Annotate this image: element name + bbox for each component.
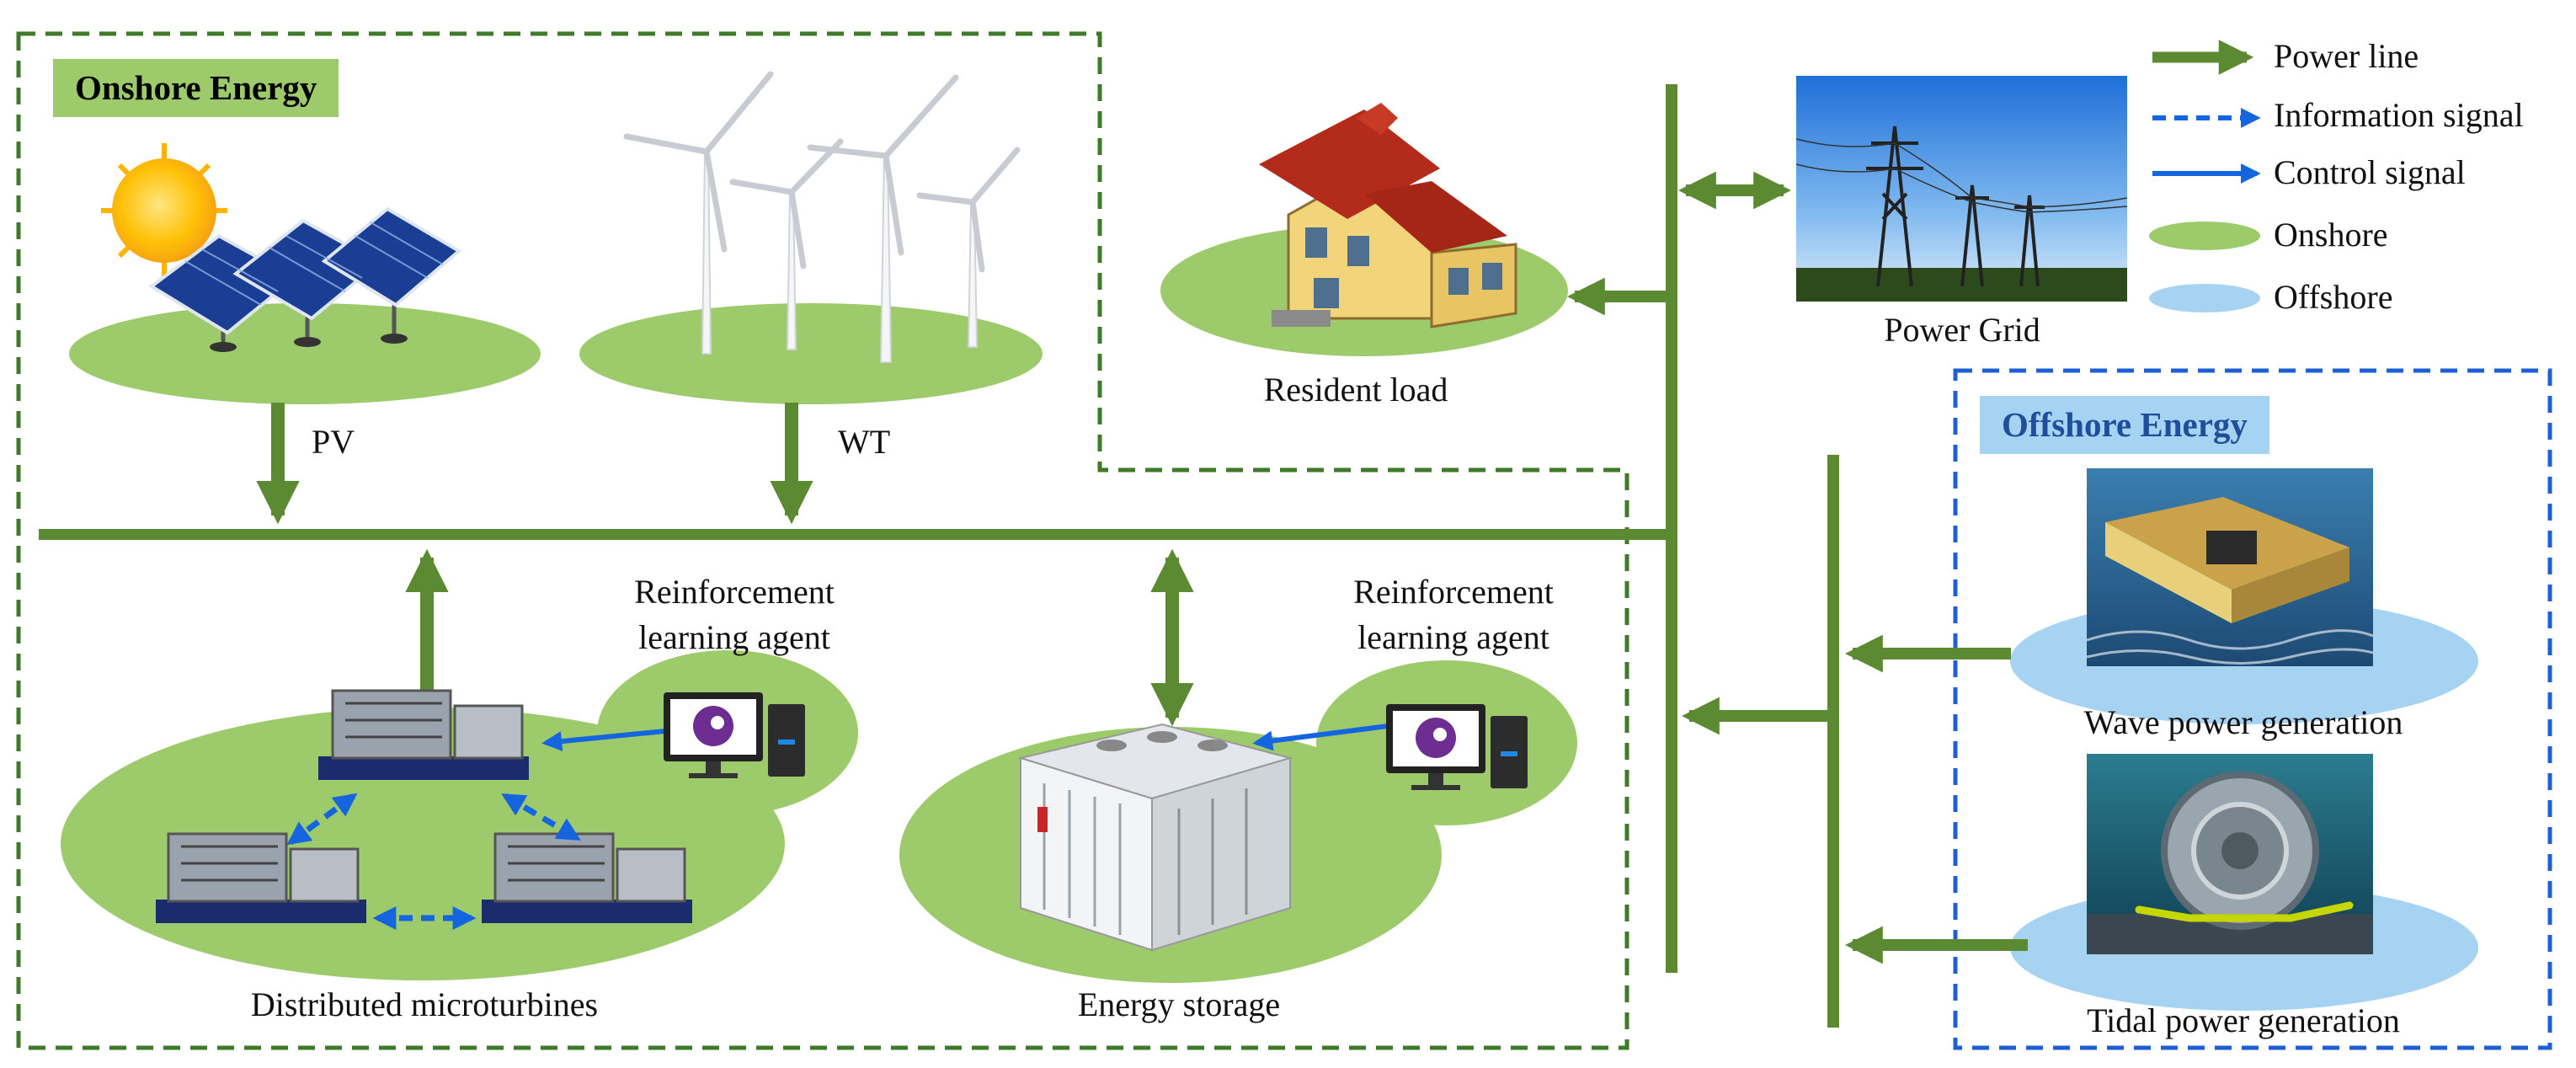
microturbine-icon-left <box>156 832 366 923</box>
house-icon <box>1259 103 1517 328</box>
legend-control-signal-label: Control signal <box>2274 153 2466 191</box>
rl-agent-left-label-line2: learning agent <box>638 618 830 656</box>
legend-power-line-label: Power line <box>2274 37 2419 75</box>
legend-information-signal-label: Information signal <box>2274 96 2524 134</box>
legend-onshore-symbol <box>2149 222 2260 250</box>
control-signal-arrow-left <box>541 729 666 752</box>
wt-base <box>579 303 1043 404</box>
power-grid-label: Power Grid <box>1884 311 2040 349</box>
solar-panel-icon <box>148 206 462 352</box>
sun-icon <box>101 143 227 276</box>
offshore-bus <box>1827 455 1839 1028</box>
offshore-energy-tag: Offshore Energy <box>1980 396 2269 455</box>
pv-label: PV <box>312 423 355 461</box>
power-grid-photo <box>1795 76 2128 302</box>
computer-agent-icon-right <box>1386 704 1528 790</box>
offshore-region-border <box>1953 368 2552 1050</box>
legend-onshore-label: Onshore <box>2274 216 2388 254</box>
rl-agent-right-label-line1: Reinforcement <box>1353 573 1554 611</box>
vertical-bus <box>1666 84 1677 973</box>
wt-label: WT <box>838 423 891 461</box>
onshore-region-border <box>16 31 1629 1050</box>
microturbine-icon-right <box>482 832 692 923</box>
rl-agent-right-label-line2: learning agent <box>1357 618 1549 656</box>
wind-turbine-icon <box>701 151 979 363</box>
distributed-microturbines-label: Distributed microturbines <box>250 985 599 1023</box>
wave-power-photo <box>2086 468 2374 666</box>
control-signal-arrow-right <box>1252 724 1389 751</box>
legend-offshore-label: Offshore <box>2274 278 2393 316</box>
tidal-power-label: Tidal power generation <box>2087 1001 2400 1039</box>
tidal-power-photo <box>2087 754 2373 954</box>
energy-storage-icon <box>1017 723 1293 952</box>
microturbine-icon-top <box>318 689 529 780</box>
pv-base <box>69 303 541 404</box>
wind-turbine-blades-icon <box>623 71 1021 273</box>
wave-power-label: Wave power generation <box>2083 703 2403 741</box>
main-bus <box>39 529 1676 540</box>
legend-symbols <box>2149 40 2261 312</box>
onshore-energy-tag: Onshore Energy <box>53 59 339 118</box>
energy-storage-label: Energy storage <box>1077 985 1281 1023</box>
information-signal-arrows <box>286 793 581 930</box>
legend-offshore-symbol <box>2149 284 2260 312</box>
resident-load-label: Resident load <box>1263 371 1448 409</box>
rl-agent-left-label-line1: Reinforcement <box>634 573 835 611</box>
computer-agent-icon-left <box>664 692 805 778</box>
